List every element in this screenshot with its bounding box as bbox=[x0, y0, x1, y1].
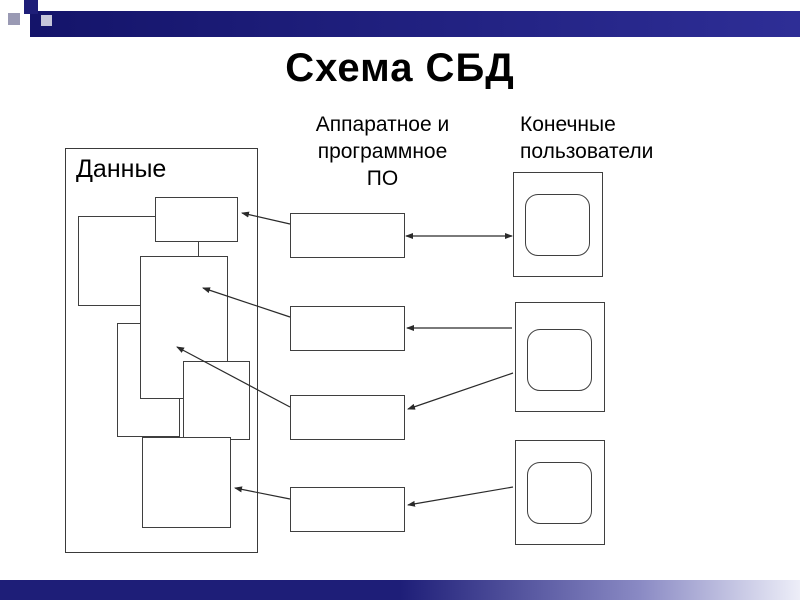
user-box-3 bbox=[515, 440, 605, 545]
hardware-software-label: Аппаратное и программное ПО bbox=[315, 113, 450, 190]
top-decoration-bar bbox=[30, 11, 800, 37]
data-box-5 bbox=[183, 361, 250, 440]
arrow-user3-to-module4 bbox=[407, 486, 514, 507]
data-group-label: Данные bbox=[76, 155, 167, 183]
module-box-3 bbox=[290, 395, 405, 440]
user-screen-1 bbox=[525, 194, 590, 256]
user-screen-2 bbox=[527, 329, 592, 391]
arrow-user2-to-module3 bbox=[407, 372, 514, 410]
slide-title: Схема СБД bbox=[285, 46, 515, 90]
module-box-4 bbox=[290, 487, 405, 532]
decoration-square-navy bbox=[24, 0, 38, 14]
data-box-6 bbox=[142, 437, 231, 528]
bottom-decoration-bar bbox=[0, 580, 800, 600]
user-box-2 bbox=[515, 302, 605, 412]
user-screen-3 bbox=[527, 462, 592, 524]
decoration-square-gray-right bbox=[41, 15, 52, 26]
module-box-1 bbox=[290, 213, 405, 258]
user-box-1 bbox=[513, 172, 603, 277]
data-box-2 bbox=[155, 197, 238, 242]
end-users-label: Конечные пользователи bbox=[520, 113, 654, 163]
decoration-square-gray-left bbox=[8, 13, 20, 25]
module-box-2 bbox=[290, 306, 405, 351]
